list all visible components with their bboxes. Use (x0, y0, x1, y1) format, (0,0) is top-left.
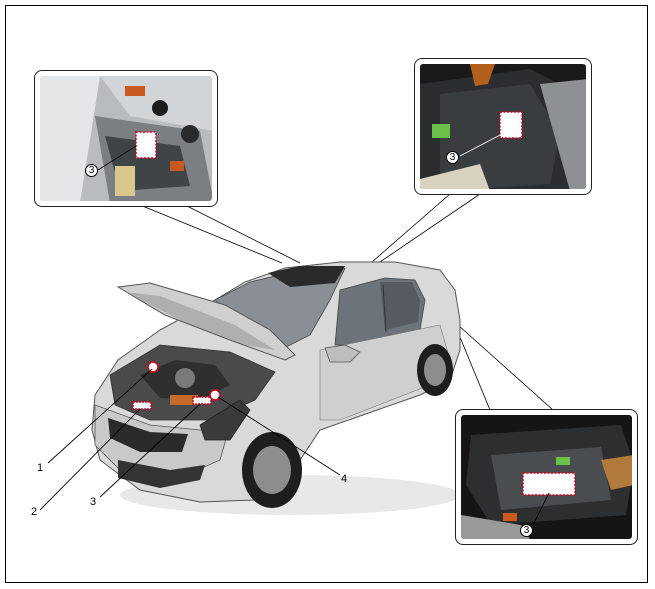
callout-leaders (39, 368, 341, 511)
component-markers (132, 361, 221, 410)
inset-rear-seat-callout: 3 (85, 164, 98, 177)
callout-3: 3 (90, 496, 97, 508)
inset-side-callout: 3 (520, 524, 533, 537)
inset-leader-lines (139, 193, 554, 411)
callout-2: 2 (31, 506, 38, 518)
car-body (91, 261, 461, 515)
diagram-frame (5, 5, 648, 583)
inset-side-photo: 3 (455, 409, 638, 545)
inset-rear-upper-photo: 3 (414, 58, 592, 195)
callout-1: 1 (37, 462, 44, 474)
inset-rear-upper-callout: 3 (446, 151, 459, 164)
inset-rear-seat-photo: 3 (34, 70, 218, 207)
callout-4: 4 (341, 473, 348, 485)
